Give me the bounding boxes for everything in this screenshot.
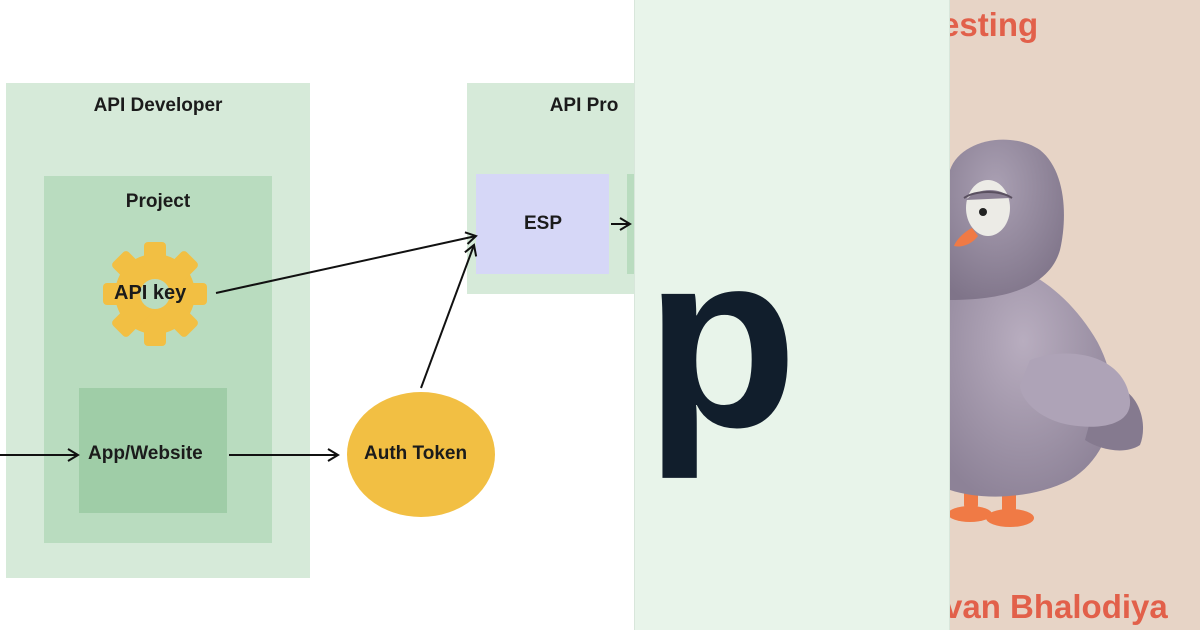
pigeon-wing [1020, 353, 1131, 427]
auth-token-node [347, 392, 495, 517]
api-producer-label: API Pro [549, 95, 619, 116]
api-key-label: API key [114, 282, 187, 304]
gear-icon [103, 242, 207, 346]
pigeon-illustration [950, 139, 1144, 527]
logo-panel: p [634, 0, 950, 630]
api-developer-label: API Developer [93, 95, 223, 116]
logo-letter: p [645, 200, 798, 479]
pigeon-artwork-panel: testing van Bhalodiya [950, 0, 1200, 630]
arrow-key-to-esp [215, 231, 478, 294]
auth-token-label: Auth Token [364, 443, 468, 464]
pigeon-eye [963, 180, 1013, 236]
esp-label: ESP [524, 213, 563, 234]
diagram-connectors [0, 217, 632, 462]
artwork-title-text: testing [950, 6, 1039, 43]
artwork-author-text: van Bhalodiya [950, 588, 1168, 625]
app-website-label: App/Website [88, 443, 203, 464]
arrow-token-to-esp [420, 243, 478, 389]
project-label: Project [125, 191, 191, 212]
api-auth-diagram: API Developer Project API Pro [0, 83, 634, 578]
esp-box [476, 174, 609, 274]
app-website-box [79, 388, 227, 513]
pigeon-beak [954, 228, 978, 247]
